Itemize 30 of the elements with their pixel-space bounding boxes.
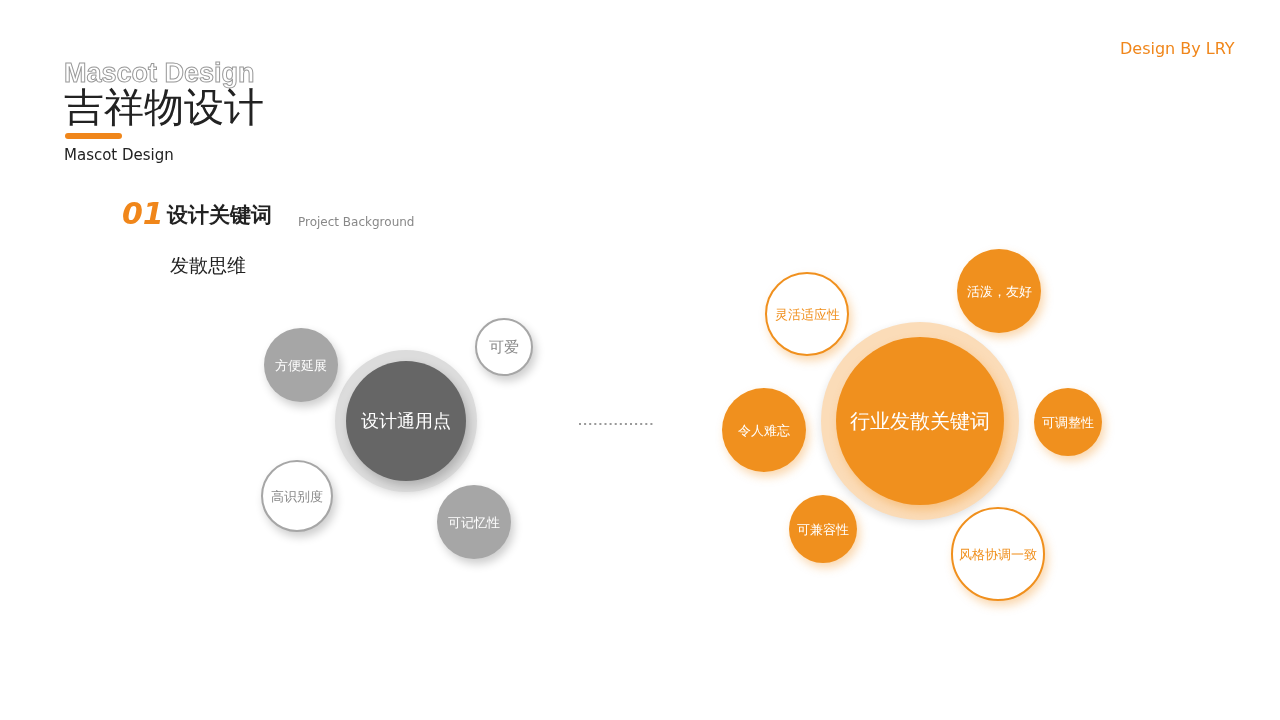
keyword-circle [951, 507, 1045, 601]
keyword-circle [957, 249, 1041, 333]
keyword-circle [722, 388, 806, 472]
keyword-circle [437, 485, 511, 559]
outlined-heading: Mascot Design [64, 60, 255, 87]
keyword-circle [789, 495, 857, 563]
keyword-circle [765, 272, 849, 356]
section-subtitle: Project Background [298, 216, 415, 228]
subtitle: Mascot Design [64, 148, 174, 163]
keyword-circle [264, 328, 338, 402]
section-number: 01 [122, 199, 164, 229]
keyword-text: 风格协调一致 [959, 547, 1037, 561]
keyword-text: 设计通用点 [361, 412, 451, 430]
keyword-text: 可记忆性 [448, 515, 500, 529]
keyword-text: 可调整性 [1042, 415, 1094, 429]
section-title: 设计关键词 [167, 205, 272, 226]
keyword-text: 令人难忘 [738, 423, 790, 437]
subheading: 发散思维 [170, 256, 246, 275]
keyword-text: 灵活适应性 [774, 307, 840, 321]
keyword-circle [1034, 388, 1102, 456]
keyword-circle [261, 460, 333, 532]
keyword-text: 高识别度 [271, 489, 323, 503]
keyword-text: 活泼，友好 [966, 284, 1032, 298]
author-credit: Design By LRY [1120, 41, 1235, 57]
keyword-text: 可兼容性 [797, 522, 849, 536]
keyword-text: 方便延展 [275, 358, 327, 372]
keyword-circle [475, 318, 533, 376]
keyword-text: 行业发散关键词 [850, 411, 990, 431]
title: 吉祥物设计 [64, 87, 264, 127]
keyword-text: 可爱 [489, 339, 519, 355]
